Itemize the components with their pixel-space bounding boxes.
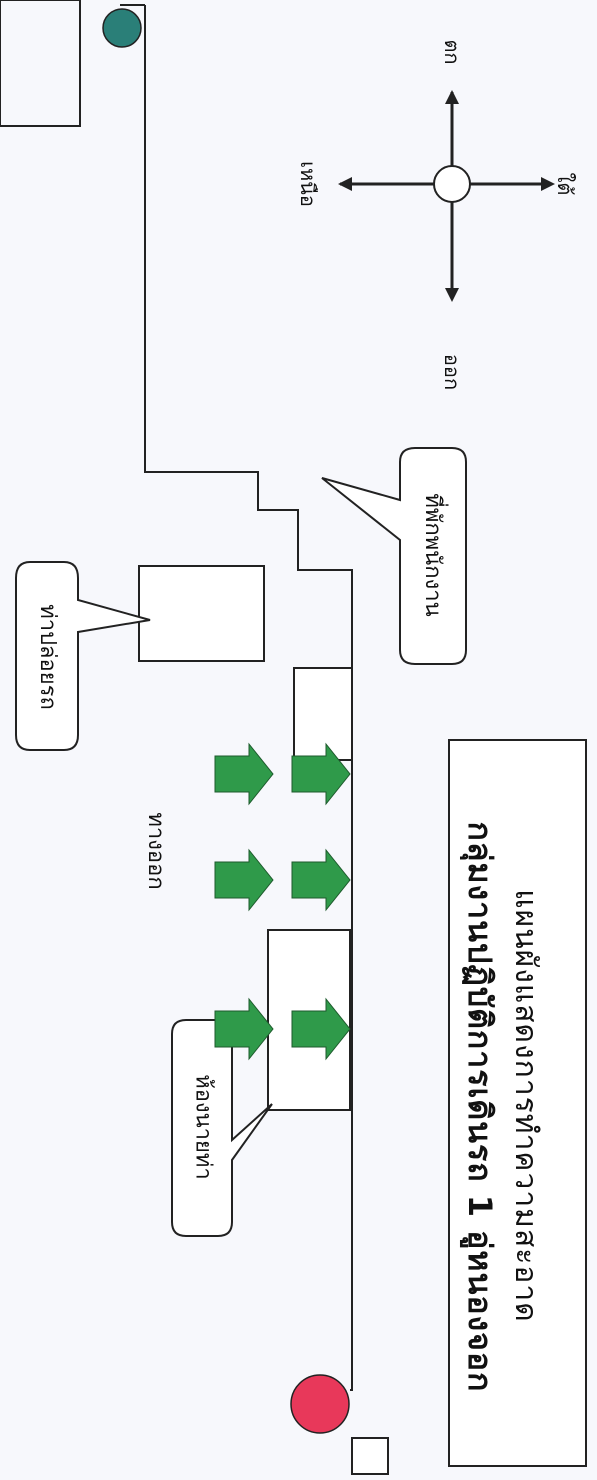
compass-north-arrowhead	[338, 177, 352, 191]
title-box	[448, 739, 587, 1467]
route-line	[144, 10, 353, 1391]
exit-arrow	[291, 997, 351, 1061]
exit-arrow	[214, 742, 274, 806]
compass-west-label: ตก	[440, 39, 464, 65]
bus-stop-building	[138, 565, 265, 662]
exit-arrow	[291, 848, 351, 912]
compass-north-label: เหนือ	[296, 161, 320, 207]
end-marker	[102, 8, 142, 48]
bus-stop-label: ท่าปล่อยรถ	[35, 604, 60, 710]
title-line-1: แผนผังแสดงการทำความสะอาด	[508, 889, 543, 1323]
exit-arrow	[214, 997, 274, 1061]
start-box	[351, 1437, 389, 1475]
title-line-2: กลุ่มงานปฏิบัติการเดินรถ 1 อู่หนองจอก	[461, 821, 499, 1393]
compass-west-arrowhead	[445, 90, 459, 104]
compass-south-label: ใต้	[553, 172, 577, 196]
compass-center	[433, 165, 471, 203]
exit-label: ทางออก	[143, 812, 168, 890]
work-building-callout	[321, 447, 467, 665]
work-building-label: ที่พักพนักงาน	[420, 493, 445, 617]
compass-south-arrowhead	[541, 177, 555, 191]
office-building-label: ห้องนายท่า	[190, 1074, 216, 1180]
exit-arrows	[214, 742, 351, 1061]
compass	[338, 90, 555, 302]
top-building	[0, 0, 81, 127]
compass-east-arrowhead	[445, 288, 459, 302]
exit-arrow	[291, 742, 351, 806]
bus-stop-callout	[15, 561, 151, 751]
start-marker	[290, 1374, 350, 1434]
compass-east-label: ออก	[440, 353, 464, 391]
side-building	[293, 667, 353, 761]
exit-arrow	[214, 848, 274, 912]
